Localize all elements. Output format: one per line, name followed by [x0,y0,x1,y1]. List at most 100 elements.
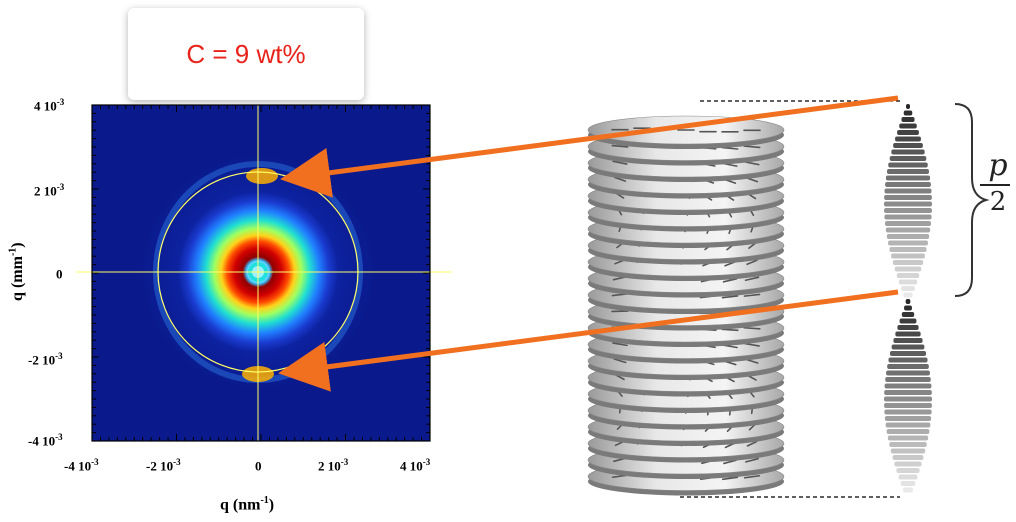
y-tick-2: 2 10-3 [34,182,65,199]
rod [612,160,628,165]
helix-rod [895,331,921,337]
x-tick-5: 4 10-3 [400,457,431,474]
helix-rod [886,429,930,434]
helix-rod [884,390,932,395]
helix-rod [891,344,925,350]
helix-rod [884,409,932,415]
helix [884,104,932,493]
helix-rod [903,292,913,298]
rod [748,424,756,431]
tick-marks [91,104,431,442]
helix-rod [901,117,915,122]
rod [744,276,760,282]
rod [721,328,739,332]
helix-rod [896,273,920,278]
helix-rod [905,299,911,304]
rod [743,145,761,149]
helix-rod [894,461,922,467]
rod [743,326,761,330]
helix-rod [886,234,930,239]
helix-rod [889,351,927,356]
helix-rod [887,169,929,174]
helix-rod [884,188,932,194]
rod [744,342,760,347]
helix-rod [884,201,932,207]
pitch-denominator: 2 [989,187,1007,217]
rod [612,342,628,347]
y-tick-1: 4 10-3 [34,97,65,114]
cholesteric-stack [587,115,785,496]
helix-rod [889,247,927,252]
helix-rod [904,305,912,311]
helix-rod [906,104,910,109]
helix-rod [885,182,931,187]
x-tick-1: -4 10-3 [64,457,99,474]
fraction-bar [980,184,1010,186]
helix-rod [888,357,928,363]
half-pitch-label: p 2 [978,150,1016,216]
x-tick-2: -2 10-3 [146,457,181,474]
helix-rod [897,325,919,330]
helix-rod [885,175,931,181]
helix-rod [884,214,932,220]
helix-rod [884,383,932,389]
helix-rod [884,195,932,200]
helix-rod [898,474,918,480]
rod [743,293,761,297]
pitch-numerator: p [988,148,1008,183]
helix-rod [885,422,931,428]
rod [746,440,758,447]
y-tick-4: -2 10-3 [28,351,63,368]
helix-rod [898,279,918,285]
helix-rod [897,130,919,135]
x-axis-title: q (nm-1) [220,495,275,514]
rod [748,242,756,249]
helix-rod [885,221,931,226]
helix-rod [892,455,924,460]
rod [743,474,761,479]
helix-rod [892,260,924,265]
helix-rod [895,136,921,142]
y-tick-5: -4 10-3 [28,432,63,449]
helix-rod [901,312,915,317]
helix-rod [884,403,932,408]
helix-rod [900,481,916,486]
helix-rod [887,435,929,441]
x-tick-4: 2 10-3 [318,457,349,474]
helix-rod [884,416,932,421]
helix-rod [885,377,931,382]
helix-rod [890,448,926,454]
helix-rod [891,253,925,259]
concentration-label: C = 9 wt% [128,8,364,100]
helix-rod [888,162,928,168]
half-pitch-brace [954,103,990,297]
helix-rod [884,208,932,213]
helix-rod [893,143,923,148]
rod [721,146,739,150]
rod [611,144,629,148]
helix-rod [889,442,927,447]
rod [721,295,739,299]
arrow-bottom [278,289,899,392]
bragg-spot-top [246,168,278,184]
rod [722,278,738,283]
rod [613,176,627,182]
helix-rod [888,240,928,246]
helix-rod [903,110,913,116]
helix-rod [899,318,917,324]
helix-rod [885,227,931,233]
helix-rod [886,370,930,376]
scattering-pattern [76,104,452,442]
helix-rod [896,468,920,473]
y-axis-title: q (mm-1) [7,242,26,301]
rod [746,259,758,266]
helix-rod [899,123,917,129]
rod [745,457,759,463]
helix-rod [893,338,923,343]
helix-rod [903,487,913,493]
helix-rod [889,156,927,161]
helix-rod [891,149,925,155]
helix-rod [901,286,915,291]
